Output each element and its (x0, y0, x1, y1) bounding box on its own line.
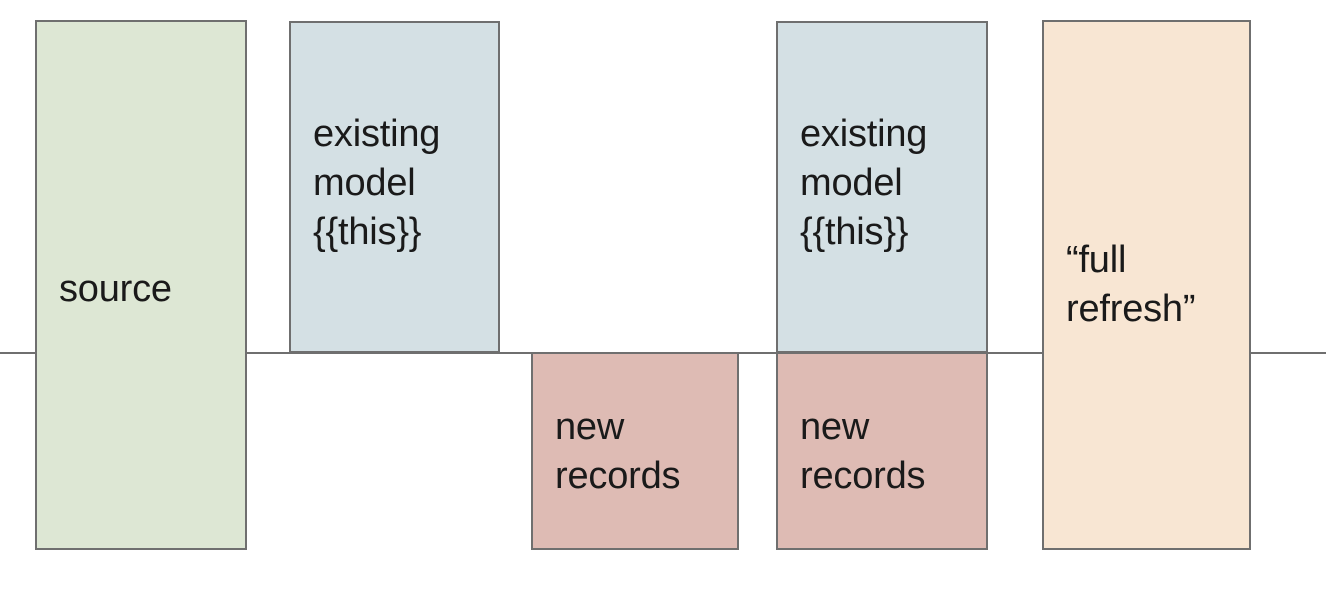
block-source-label: source (59, 267, 172, 310)
block-existing-model-2: existing model {{this}} (776, 21, 988, 353)
block-full-refresh-label: “full refresh” (1066, 239, 1196, 330)
block-existing-model-1: existing model {{this}} (289, 21, 500, 353)
block-new-records-2: new records (776, 352, 988, 550)
block-new-records-1-label: new records (555, 406, 681, 497)
block-new-records-1: new records (531, 352, 739, 550)
block-existing-model-1-label: existing model {{this}} (313, 112, 441, 253)
block-existing-model-2-label: existing model {{this}} (800, 112, 928, 253)
block-new-records-2-label: new records (800, 406, 926, 497)
block-full-refresh: “full refresh” (1042, 20, 1251, 550)
block-source: source (35, 20, 247, 550)
